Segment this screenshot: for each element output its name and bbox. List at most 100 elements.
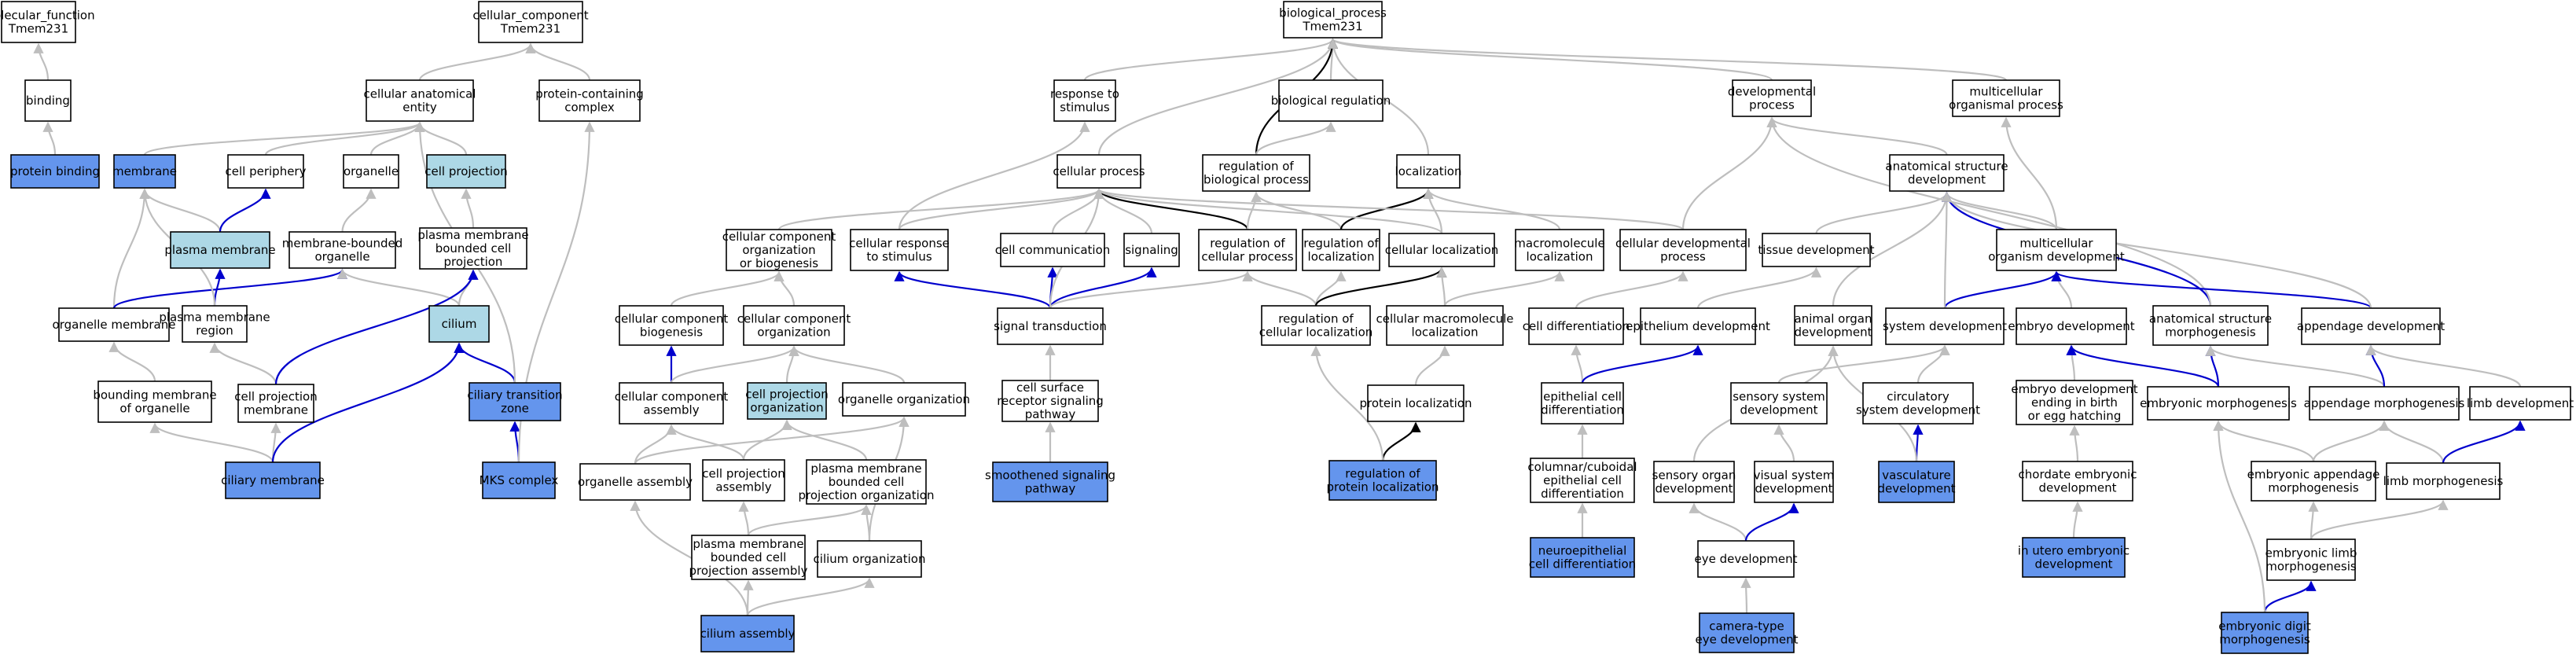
node-cilium_org[interactable]: cilium organization (814, 540, 926, 578)
node-cilium_assembly[interactable]: cilium assembly (700, 615, 796, 652)
node-ciliary_membrane[interactable]: ciliary membrane (221, 461, 325, 499)
node-binding[interactable]: binding (24, 79, 72, 122)
node-box (1862, 382, 1974, 425)
node-epithelium_dev[interactable]: epithelium development (1626, 307, 1770, 345)
node-cell_projection[interactable]: cell projection (424, 154, 508, 189)
node-limb_morph[interactable]: limb morphogenesis (2383, 462, 2504, 500)
edge-cco-to-ccob (774, 270, 796, 307)
node-label-line: organelle organization (838, 392, 970, 406)
node-membrane[interactable]: membrane (112, 154, 177, 189)
node-embryo_dev[interactable]: embryo development (2008, 307, 2135, 345)
node-organelle_membrane[interactable]: organelle membrane (53, 307, 176, 342)
node-eye_dev[interactable]: eye development (1694, 540, 1798, 578)
node-embryonic_morph[interactable]: embryonic morphogenesis (2140, 386, 2297, 421)
node-label-line: assembly (643, 403, 699, 417)
node-plasma_membrane[interactable]: plasma membrane (164, 231, 276, 269)
node-biological_regulation[interactable]: biological regulation (1271, 79, 1391, 122)
node-organelle_assembly[interactable]: organelle assembly (578, 463, 693, 501)
node-box (1889, 154, 2005, 192)
node-appendage_morph[interactable]: appendage morphogenesis (2304, 386, 2465, 421)
node-cellular_process[interactable]: cellular process (1053, 154, 1145, 189)
node-protein_loc[interactable]: protein localization (1359, 384, 1472, 422)
node-protein_binding[interactable]: protein binding (10, 154, 100, 189)
node-signal_transduction[interactable]: signal transduction (994, 307, 1107, 345)
edge-camera_eye_dev-to-eye_dev (1740, 577, 1751, 614)
node-tissue_dev[interactable]: tissue development (1758, 233, 1875, 267)
node-limb_dev[interactable]: limb development (2467, 386, 2574, 421)
node-signaling[interactable]: signaling (1123, 233, 1180, 267)
node-organelle_org[interactable]: organelle organization (838, 382, 970, 417)
node-box (2301, 307, 2441, 345)
edge-cml-to-macro_loc (1443, 270, 1565, 307)
node-label-line: or biogenesis (740, 256, 818, 270)
node-box (1762, 233, 1871, 267)
node-system_dev[interactable]: system development (1883, 307, 2007, 345)
node-box (1056, 154, 1141, 189)
node-localization[interactable]: localization (1395, 154, 1462, 189)
node-cellular_localization[interactable]: cellular localization (1385, 233, 1499, 267)
node-cilium[interactable]: cilium (428, 305, 490, 343)
node-box (1885, 307, 2005, 345)
node-appendage_dev[interactable]: appendage development (2297, 307, 2445, 345)
edge-embryo_dev_ending-to-embryo_dev (2066, 344, 2077, 381)
node-cell_diff[interactable]: cell differentiation (1523, 307, 1630, 345)
node-cell_communication[interactable]: cell communication (995, 233, 1111, 267)
node-cell_periphery[interactable]: cell periphery (226, 154, 307, 189)
node-mks[interactable]: MKS complex (480, 461, 559, 499)
node-label-line: plasma membrane (417, 228, 528, 242)
node-organelle[interactable]: organelle (343, 154, 399, 189)
